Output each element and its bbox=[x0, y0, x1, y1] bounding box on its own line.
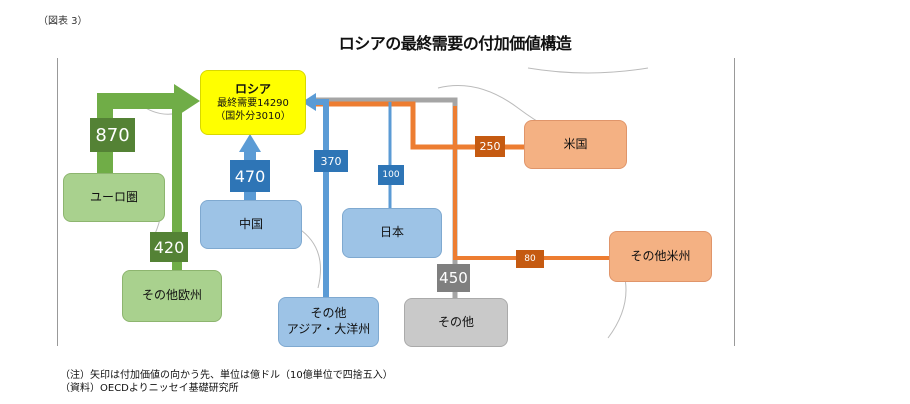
other-asia-line1: その他 bbox=[310, 306, 347, 321]
value-japan: 100 bbox=[378, 165, 404, 185]
region-us: 米国 bbox=[524, 120, 627, 169]
region-other-asia: その他 アジア・大洋州 bbox=[278, 297, 379, 347]
arrowhead-china bbox=[239, 134, 261, 152]
russia-demand: 最終需要14290 bbox=[217, 98, 289, 110]
region-other-americas: その他米州 bbox=[609, 231, 712, 282]
chart-title: ロシアの最終需要の付加価値構造 bbox=[338, 34, 572, 53]
russia-name: ロシア bbox=[234, 81, 271, 96]
region-china: 中国 bbox=[200, 200, 302, 249]
figure-label: （図表 3） bbox=[38, 16, 88, 27]
russia-foreign: （国外分3010） bbox=[215, 111, 291, 123]
value-eurozone: 870 bbox=[90, 118, 135, 152]
russia-box: ロシア 最終需要14290 （国外分3010） bbox=[200, 70, 306, 135]
value-us: 250 bbox=[475, 136, 505, 157]
arrowhead-asia bbox=[302, 93, 316, 111]
source: （資料）OECDよりニッセイ基礎研究所 bbox=[60, 383, 239, 394]
other-asia-line2: アジア・大洋州 bbox=[286, 322, 371, 336]
value-other: 450 bbox=[437, 264, 470, 292]
flow-us-arrow bbox=[310, 101, 524, 150]
arrowhead-europe bbox=[174, 84, 200, 118]
value-other-asia: 370 bbox=[314, 150, 348, 172]
region-japan: 日本 bbox=[342, 208, 442, 258]
value-other-americas: 80 bbox=[516, 250, 544, 268]
note: （注）矢印は付加価値の向かう先、単位は億ドル（10億単位で四捨五入） bbox=[60, 370, 393, 381]
value-china: 470 bbox=[230, 160, 270, 192]
flow-other-americas-arrow bbox=[453, 106, 609, 260]
value-other-europe: 420 bbox=[150, 232, 188, 262]
region-eurozone: ユーロ圏 bbox=[63, 173, 165, 222]
region-other-europe: その他欧州 bbox=[122, 270, 222, 322]
flow-other-arrow bbox=[310, 97, 458, 298]
flow-other-asia-arrow bbox=[312, 99, 329, 297]
region-other: その他 bbox=[404, 298, 508, 347]
